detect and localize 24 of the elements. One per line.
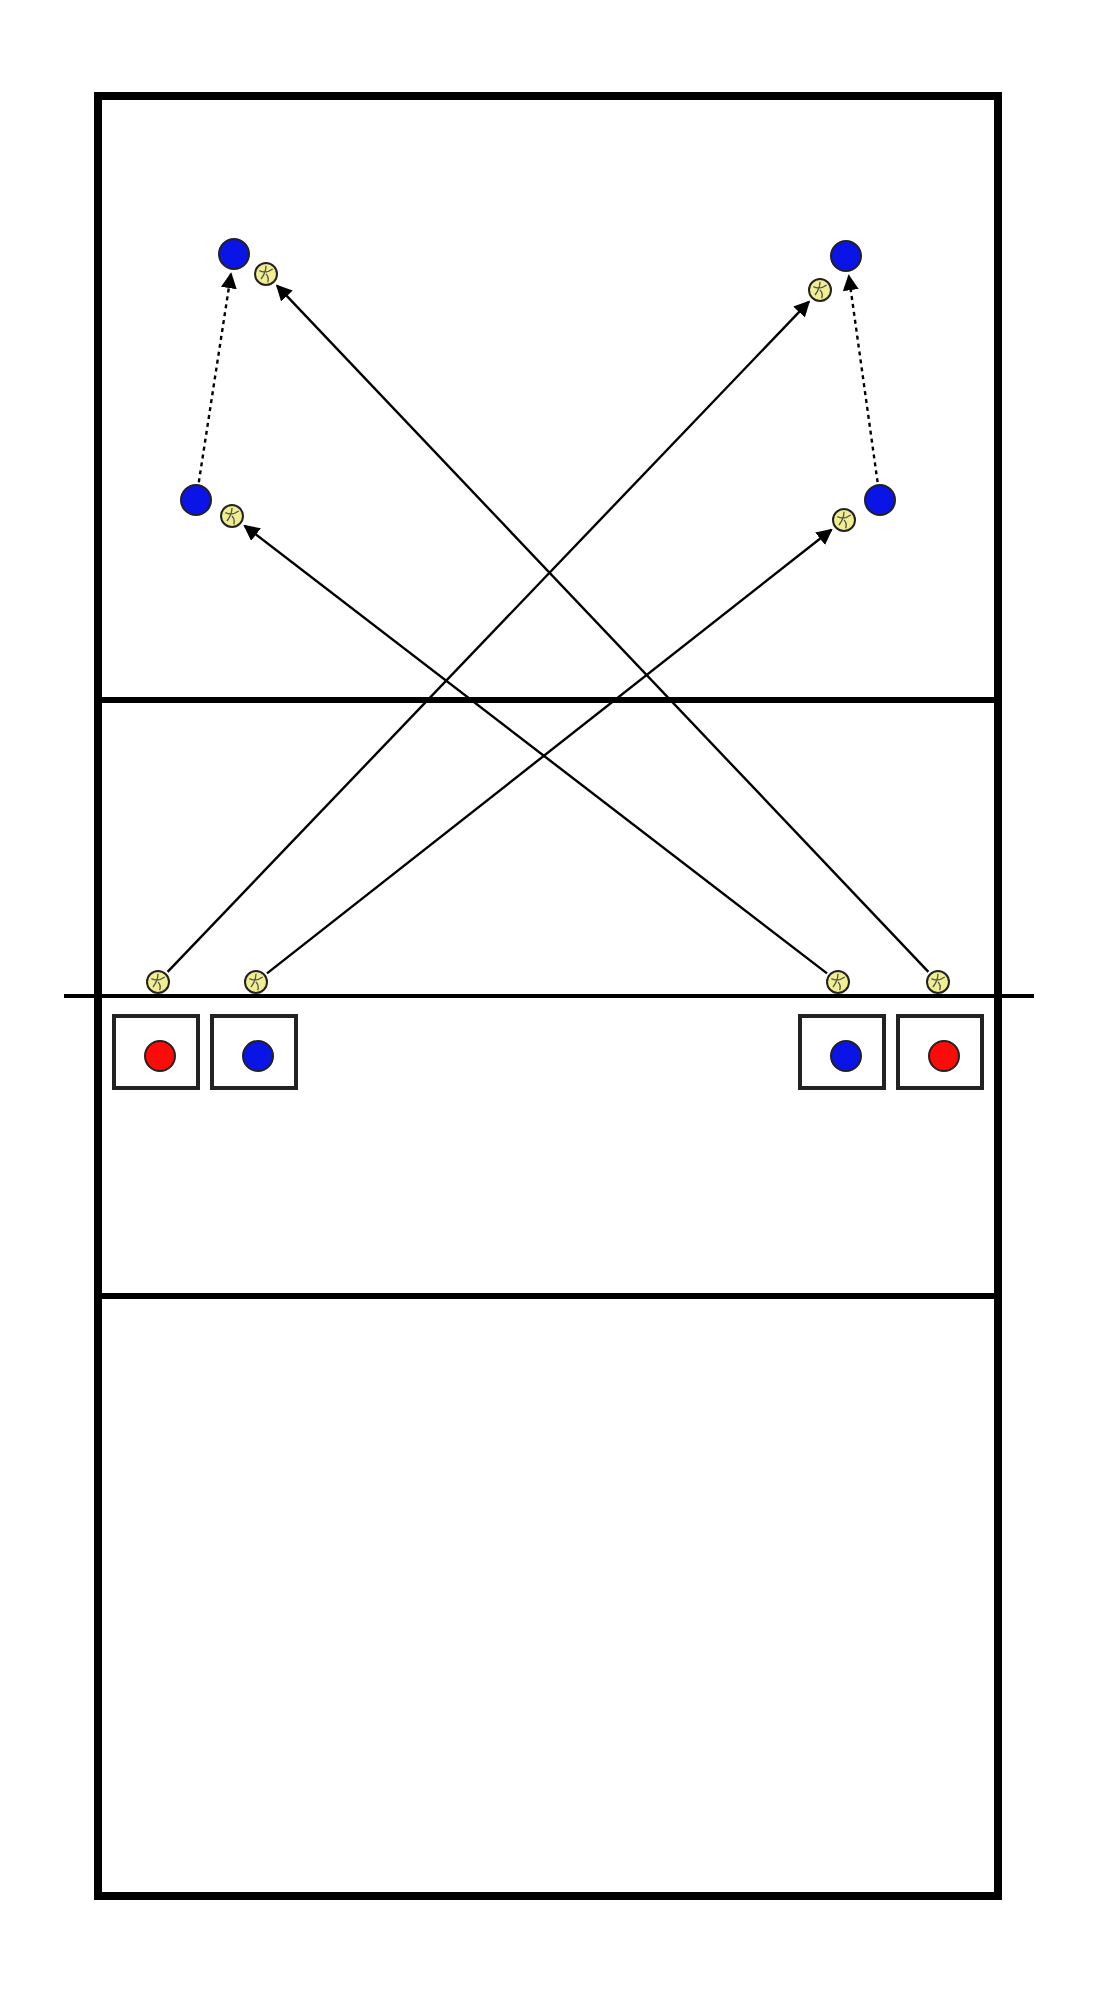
player-marker [864,484,896,516]
player-marker [242,1040,274,1072]
ball-icon [808,278,832,302]
ball-icon [826,970,850,994]
ball-icon [254,262,278,286]
player-marker [830,1040,862,1072]
arrow [197,272,237,483]
arrow [275,284,930,973]
player-marker [180,484,212,516]
player-marker [144,1040,176,1072]
ball-icon [146,970,170,994]
arrow [842,274,879,483]
player-marker [218,238,250,270]
player-marker [928,1040,960,1072]
position-box [210,1014,298,1090]
ball-icon [832,508,856,532]
ball-icon [220,504,244,528]
arrow [166,300,811,973]
position-box [112,1014,200,1090]
position-box [798,1014,886,1090]
player-marker [830,240,862,272]
ball-icon [244,970,268,994]
position-box [896,1014,984,1090]
ball-icon [926,970,950,994]
